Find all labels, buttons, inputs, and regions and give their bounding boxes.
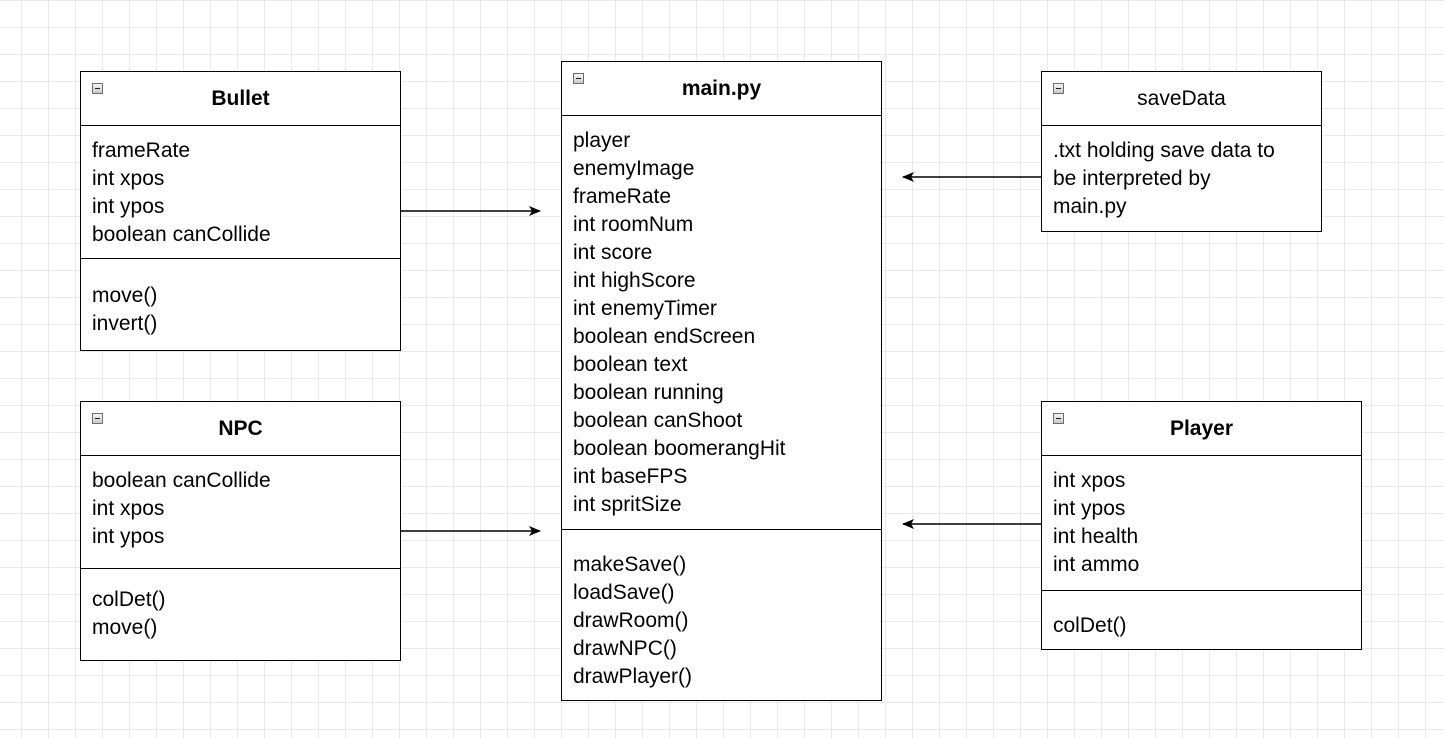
attribute-row: boolean boomerangHit <box>573 437 786 460</box>
attribute-row: frameRate <box>573 185 672 208</box>
attribute-row: enemyImage <box>573 157 695 180</box>
bullet-class-header[interactable]: Bullet <box>81 72 400 126</box>
attribute-row: int health <box>1053 525 1139 548</box>
player-attributes: int xpos int ypos int health int ammo <box>1042 456 1361 591</box>
main-class-box[interactable]: main.py player enemyImage frameRate int … <box>561 61 882 701</box>
npc-methods: colDet() move() <box>81 569 400 642</box>
method-row: colDet() <box>1053 614 1127 637</box>
method-row: drawNPC() <box>573 637 677 660</box>
bullet-class-name: Bullet <box>211 86 270 110</box>
npc-class-box[interactable]: NPC boolean canCollide int xpos int ypos… <box>80 401 401 661</box>
attribute-row: boolean endScreen <box>573 325 756 348</box>
savedata-class-name: saveData <box>1137 86 1226 110</box>
method-row: move() <box>92 616 158 639</box>
bullet-methods: move() invert() <box>81 259 400 338</box>
bullet-attributes: frameRate int xpos int ypos boolean canC… <box>81 126 400 259</box>
main-methods: makeSave() loadSave() drawRoom() drawNPC… <box>562 530 881 691</box>
method-row: invert() <box>92 312 158 335</box>
attribute-row: boolean canCollide <box>92 469 271 492</box>
collapse-icon[interactable] <box>92 83 103 94</box>
method-row: move() <box>92 284 158 307</box>
main-class-name: main.py <box>681 76 762 100</box>
attribute-row: int ammo <box>1053 553 1140 576</box>
attribute-row: boolean canShoot <box>573 409 743 432</box>
player-class-header[interactable]: Player <box>1042 402 1361 456</box>
attribute-row: int ypos <box>1053 497 1126 520</box>
attribute-row: int spritSize <box>573 493 682 516</box>
player-class-name: Player <box>1169 416 1234 440</box>
attribute-row: player <box>573 129 631 152</box>
method-row: makeSave() <box>573 553 687 576</box>
npc-class-header[interactable]: NPC <box>81 402 400 456</box>
method-row: drawRoom() <box>573 609 689 632</box>
collapse-icon[interactable] <box>573 73 584 84</box>
attribute-row: boolean canCollide <box>92 223 271 246</box>
npc-attributes: boolean canCollide int xpos int ypos <box>81 456 400 569</box>
collapse-icon[interactable] <box>92 413 103 424</box>
main-class-header[interactable]: main.py <box>562 62 881 116</box>
method-row: loadSave() <box>573 581 675 604</box>
savedata-class-box[interactable]: saveData .txt holding save data to be in… <box>1041 71 1322 232</box>
bullet-class-box[interactable]: Bullet frameRate int xpos int ypos boole… <box>80 71 401 351</box>
attribute-row: frameRate <box>92 139 191 162</box>
attribute-row: int roomNum <box>573 213 694 236</box>
main-attributes: player enemyImage frameRate int roomNum … <box>562 116 881 530</box>
attribute-row: int score <box>573 241 653 264</box>
savedata-description: .txt holding save data to be interpreted… <box>1042 126 1321 221</box>
description-line: main.py <box>1053 195 1127 218</box>
player-class-box[interactable]: Player int xpos int ypos int health int … <box>1041 401 1362 650</box>
npc-class-name: NPC <box>218 416 263 440</box>
description-line: .txt holding save data to <box>1053 139 1275 162</box>
attribute-row: int enemyTimer <box>573 297 717 320</box>
savedata-class-header[interactable]: saveData <box>1042 72 1321 126</box>
attribute-row: int xpos <box>1053 469 1126 492</box>
method-row: colDet() <box>92 588 166 611</box>
attribute-row: int baseFPS <box>573 465 688 488</box>
attribute-row: int xpos <box>92 497 165 520</box>
description-line: be interpreted by <box>1053 167 1211 190</box>
attribute-row: boolean running <box>573 381 724 404</box>
attribute-row: int ypos <box>92 525 165 548</box>
collapse-icon[interactable] <box>1053 413 1064 424</box>
method-row: drawPlayer() <box>573 665 693 688</box>
player-methods: colDet() <box>1042 591 1361 640</box>
attribute-row: int highScore <box>573 269 696 292</box>
attribute-row: boolean text <box>573 353 688 376</box>
attribute-row: int xpos <box>92 167 165 190</box>
collapse-icon[interactable] <box>1053 83 1064 94</box>
attribute-row: int ypos <box>92 195 165 218</box>
